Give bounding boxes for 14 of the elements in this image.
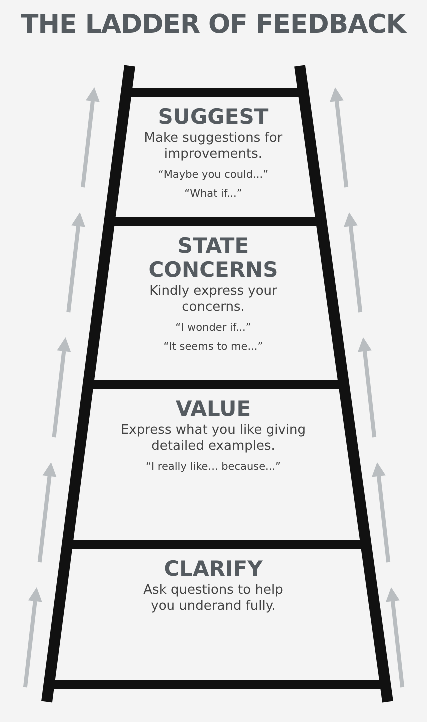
- step-heading: CLARIFY: [164, 557, 263, 581]
- step-description: Express what you like giving detailed examples.: [120, 423, 308, 455]
- step-description: Ask questions to help you underand fully.: [144, 583, 284, 615]
- example-quote: “I really like... because...”: [146, 461, 281, 474]
- step-description: Kindly express your concerns.: [148, 284, 278, 316]
- title: THE LADDER OF FEEDBACK: [20, 10, 408, 40]
- step-heading: SUGGEST: [158, 105, 269, 129]
- step-heading: STATE CONCERNS: [148, 234, 280, 282]
- step-heading: VALUE: [176, 397, 252, 421]
- step-description: Make suggestions for improvements.: [143, 131, 284, 163]
- example-quote: “I wonder if...”: [176, 322, 252, 335]
- example-quote: “It seems to me...”: [164, 341, 264, 354]
- example-quote: “What if...”: [184, 188, 242, 201]
- example-quote: “Maybe you could...”: [158, 169, 269, 182]
